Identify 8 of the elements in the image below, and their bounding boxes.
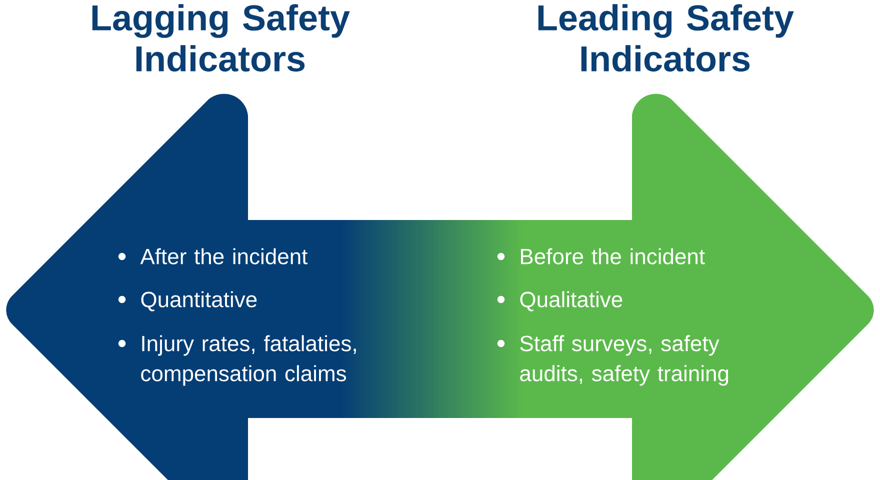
list-item: Qualitative — [520, 291, 622, 312]
list-item: Staff surveys, safety audits, safety training — [520, 335, 728, 386]
list-item: Injury rates, fatalaties, compensation claims — [141, 335, 356, 386]
list-item: After the incident — [140, 248, 308, 264]
list-item: Quantitative — [141, 291, 257, 312]
heading: Leading Safety Indicators — [538, 4, 794, 72]
heading: Lagging Safety Indicators — [92, 4, 350, 72]
list-item: Before the incident — [521, 248, 705, 264]
